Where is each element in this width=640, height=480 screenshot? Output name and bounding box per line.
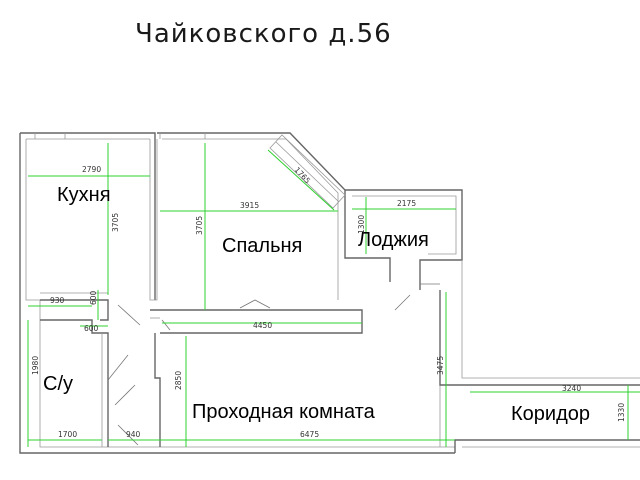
room-label-bedroom: Спальня [222, 235, 302, 257]
dim-label: 2850 [174, 371, 183, 390]
dim-label: 930 [50, 296, 65, 305]
dim-label: 1300 [357, 215, 366, 234]
dim-label: 600 [89, 290, 98, 305]
plan-title: Чайковского д.56 [135, 19, 392, 49]
dimension-lines [27, 143, 640, 447]
room-label-loggia: Лоджия [358, 229, 429, 251]
dim-label: 940 [126, 430, 141, 439]
doors [107, 283, 440, 446]
dim-label: 3705 [111, 213, 120, 232]
dim-label: 3240 [562, 384, 581, 393]
dim-label: 2175 [397, 199, 416, 208]
dim-label: 600 [84, 324, 99, 333]
room-label-living: Проходная комната [192, 401, 376, 423]
room-label-corridor: Коридор [511, 403, 590, 425]
dim-label: 2790 [82, 165, 101, 174]
dim-label: 3475 [436, 356, 445, 375]
dim-label: 1700 [58, 430, 77, 439]
walls [19, 132, 640, 454]
dim-label: 4450 [253, 321, 272, 330]
dim-label: 1330 [617, 403, 626, 422]
dim-label: 6475 [300, 430, 319, 439]
room-label-kitchen: Кухня [57, 184, 111, 206]
dim-label: 1980 [31, 356, 40, 375]
room-label-bathroom: С/у [43, 373, 73, 395]
dim-label: 3705 [195, 216, 204, 235]
dim-label: 3915 [240, 201, 259, 210]
